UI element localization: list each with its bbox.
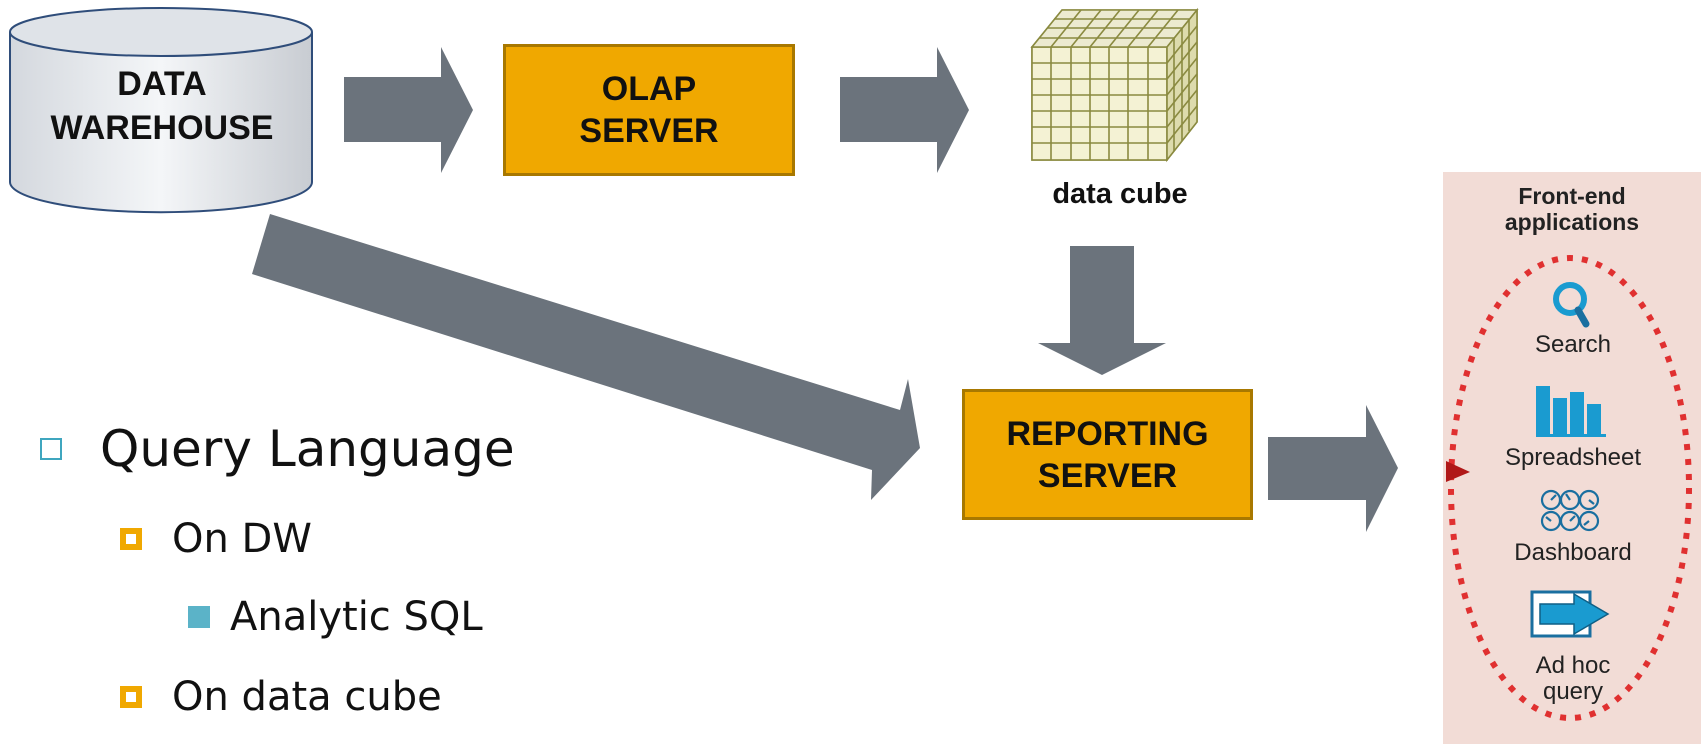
arrow-cube-to-reporting <box>1038 246 1166 375</box>
frontend-panel-title: Front-end applications <box>1443 183 1701 235</box>
data-warehouse-label-line2: WAREHOUSE <box>50 109 274 147</box>
frontend-title-line2: applications <box>1504 209 1640 235</box>
bullet-level1-dw: On DW <box>120 516 312 562</box>
bullet-on-data-cube: On data cube <box>172 674 442 720</box>
spreadsheet-icon <box>1536 386 1606 437</box>
bullet-level2-sql: Analytic SQL <box>188 594 483 640</box>
bullet-analytic-sql: Analytic SQL <box>230 594 483 640</box>
olap-server-box: OLAP SERVER <box>503 44 795 176</box>
hollow-square-bullet-icon <box>40 438 62 460</box>
frontend-item-spreadsheet: Spreadsheet <box>1504 444 1642 471</box>
arrow-reporting-to-frontend <box>1268 405 1398 532</box>
frontend-pointer-icon <box>1446 461 1470 482</box>
bullet-query-language: Query Language <box>100 420 515 478</box>
reporting-server-box: REPORTING SERVER <box>962 389 1253 520</box>
olap-server-line1: OLAP <box>601 70 697 108</box>
data-warehouse-cylinder <box>9 7 313 214</box>
frontend-title-line1: Front-end <box>1518 183 1626 209</box>
bullet-level0: Query Language <box>40 420 515 478</box>
orange-square-bullet-icon <box>120 686 142 708</box>
frontend-item-ad-hoc: Ad hoc <box>1535 652 1611 679</box>
frontend-item-query: query <box>1542 678 1604 705</box>
bullet-level1-cube: On data cube <box>120 674 442 720</box>
search-icon <box>1553 282 1590 328</box>
data-cube-icon <box>1030 7 1199 163</box>
olap-server-line2: SERVER <box>579 112 719 150</box>
frontend-item-dashboard: Dashboard <box>1514 539 1632 566</box>
teal-square-bullet-icon <box>188 606 210 628</box>
frontend-dotted-ellipse <box>1448 255 1692 721</box>
orange-square-bullet-icon <box>120 528 142 550</box>
dashboard-icon <box>1540 489 1600 532</box>
data-warehouse-label: DATA WAREHOUSE <box>12 62 312 150</box>
frontend-item-search: Search <box>1534 331 1612 358</box>
reporting-server-line2: SERVER <box>1037 456 1178 495</box>
reporting-server-line1: REPORTING <box>1006 414 1209 453</box>
data-cube-label: data cube <box>1052 178 1188 210</box>
data-warehouse-label-line1: DATA <box>117 65 207 103</box>
bullet-on-dw: On DW <box>172 516 312 562</box>
arrow-dw-to-reporting <box>252 214 920 500</box>
arrow-olap-to-cube <box>840 47 969 173</box>
ad-hoc-query-icon <box>1530 590 1610 638</box>
arrow-dw-to-olap <box>344 47 473 173</box>
